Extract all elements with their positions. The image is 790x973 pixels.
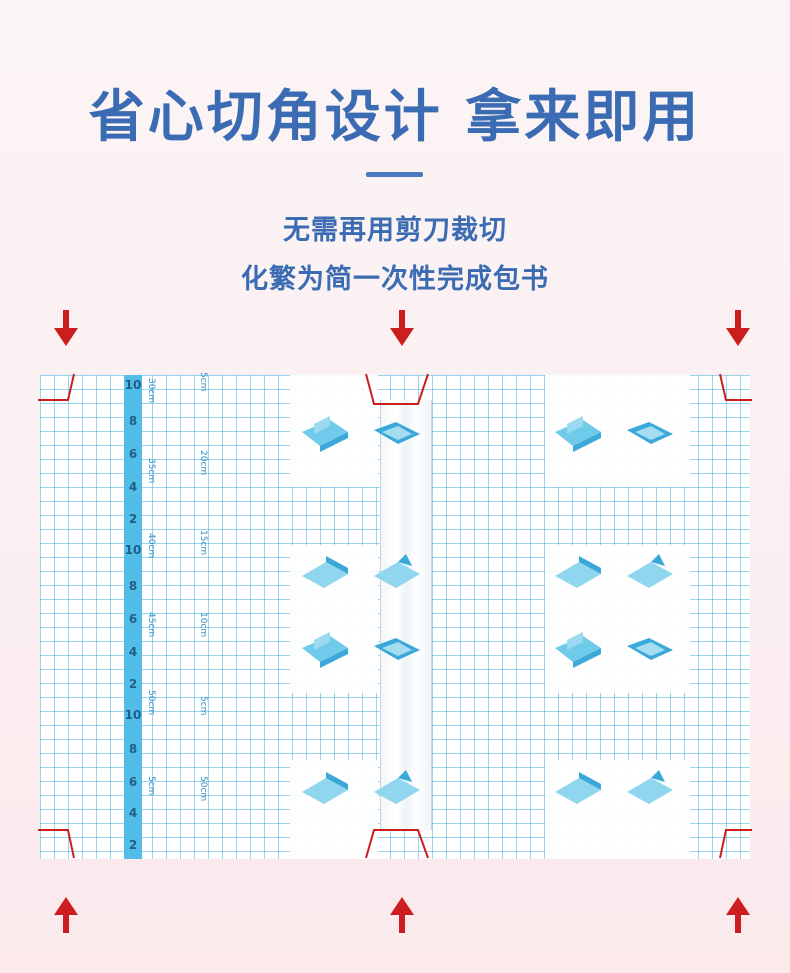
headline-divider — [366, 172, 423, 177]
book-cover-icon — [555, 772, 601, 804]
ruler-label: 40cm — [146, 533, 156, 559]
book-cover-icon — [374, 554, 420, 588]
corner-cut-mark — [365, 829, 429, 859]
instruction-panel — [545, 760, 690, 859]
ruler-label: 50cm — [198, 776, 208, 802]
book-cover-icon — [627, 770, 673, 804]
ruler-number: 6 — [128, 447, 138, 461]
corner-cut-mark — [38, 829, 75, 859]
center-fold — [380, 400, 432, 830]
ruler-number: 8 — [128, 579, 138, 593]
ruler-label: 15cm — [198, 530, 208, 556]
book-cover-icon — [627, 422, 673, 444]
ruler-number: 2 — [128, 677, 138, 691]
ruler-number: 10 — [124, 378, 142, 392]
ruler-number: 10 — [124, 708, 142, 722]
ruler-number: 8 — [128, 742, 138, 756]
ruler-number: 2 — [128, 512, 138, 526]
ruler-number: 2 — [128, 838, 138, 852]
ruler-number: 6 — [128, 775, 138, 789]
arrow-up-icon — [390, 897, 414, 933]
corner-cut-mark — [38, 373, 75, 401]
book-cover-icon — [302, 416, 348, 452]
arrow-up-icon — [54, 897, 78, 933]
corner-cut-mark — [365, 373, 429, 405]
corner-cut-mark — [719, 373, 752, 401]
ruler-label: 35cm — [146, 458, 156, 484]
headline: 省心切角设计 拿来即用 — [88, 85, 702, 150]
book-cover-icon — [374, 422, 420, 444]
ruler-number: 4 — [128, 480, 138, 494]
subtitle-line-1: 无需再用剪刀裁切 — [283, 215, 507, 246]
ruler-label: 5cm — [198, 372, 208, 392]
book-cover-icon — [302, 772, 348, 804]
corner-cut-mark — [719, 829, 752, 859]
arrow-up-icon — [726, 897, 750, 933]
ruler-number: 4 — [128, 645, 138, 659]
book-cover-icon — [555, 556, 601, 588]
ruler-label: 10cm — [198, 612, 208, 638]
ruler-label: 45cm — [146, 612, 156, 638]
ruler-number: 6 — [128, 612, 138, 626]
book-cover-icon — [302, 556, 348, 588]
book-cover-icon — [302, 632, 348, 668]
book-cover-icon — [627, 638, 673, 660]
arrow-down-icon — [390, 310, 414, 346]
ruler-label: 30cm — [146, 378, 156, 404]
ruler-number: 4 — [128, 806, 138, 820]
subtitle-line-2: 化繁为简一次性完成包书 — [241, 264, 549, 295]
ruler-label: 5cm — [198, 696, 208, 716]
book-cover-icon — [374, 770, 420, 804]
arrow-down-icon — [726, 310, 750, 346]
ruler-number: 10 — [124, 543, 142, 557]
ruler-strip — [124, 375, 142, 859]
ruler-label: 50cm — [146, 690, 156, 716]
book-cover-icon — [374, 638, 420, 660]
ruler-label: 20cm — [198, 450, 208, 476]
ruler-number: 8 — [128, 414, 138, 428]
book-cover-icon — [555, 416, 601, 452]
arrow-down-icon — [54, 310, 78, 346]
book-cover-icon — [555, 632, 601, 668]
ruler-label: 5cm — [146, 776, 156, 796]
book-cover-icon — [627, 554, 673, 588]
